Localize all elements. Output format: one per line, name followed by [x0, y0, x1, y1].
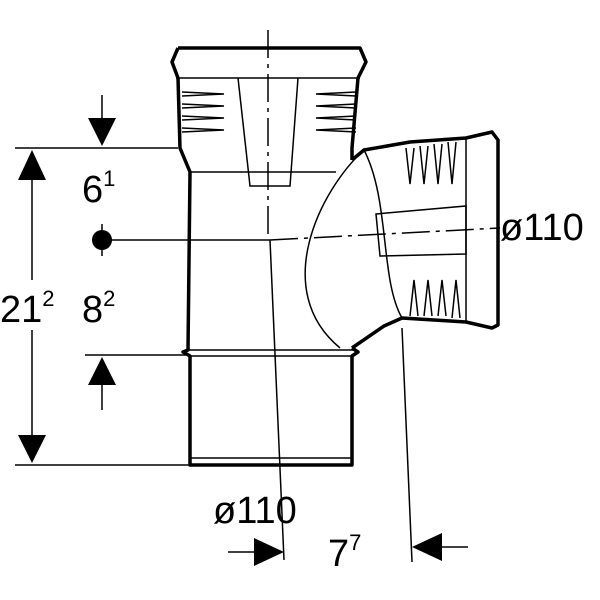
arrow-up-icon	[88, 357, 116, 385]
branch-centerline	[269, 227, 501, 241]
bottom-diameter-label: ø110	[213, 490, 297, 532]
arrow-down-icon	[88, 118, 116, 146]
arrow-up-icon	[18, 150, 46, 180]
branch-ribs	[405, 141, 461, 319]
side-diameter-label: ø110	[500, 207, 584, 249]
arrow-down-icon	[18, 435, 46, 463]
top-height-label: 61	[82, 166, 115, 211]
top-ribs	[181, 91, 357, 133]
total-height-label: 212	[0, 286, 55, 331]
offset-label: 77	[328, 530, 361, 575]
lower-centerline	[269, 239, 285, 561]
arrow-left-icon	[412, 533, 442, 561]
lower-height-label: 82	[82, 286, 115, 331]
dimension-lines	[15, 95, 468, 566]
main-pipe	[170, 46, 368, 467]
branch-pipe	[304, 130, 500, 350]
arrow-right-icon	[254, 538, 284, 566]
